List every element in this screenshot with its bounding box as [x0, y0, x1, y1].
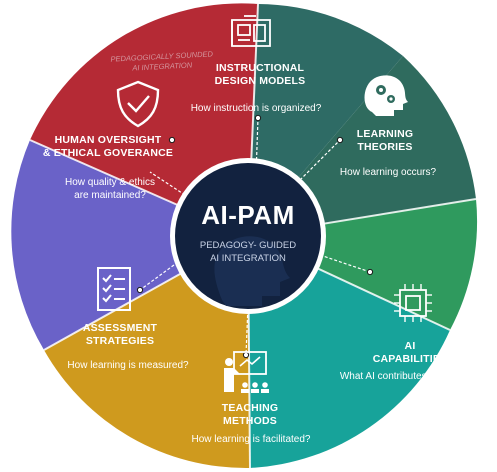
learning-title: LEARNING THEORIES [340, 128, 430, 154]
assessment-title-line-2: STRATEGIES [85, 335, 155, 347]
connector-oversight [149, 171, 186, 196]
connector-dot [168, 136, 176, 144]
blueprint-icon [231, 15, 271, 47]
oversight-title: HUMAN OVERSIGHT & ETHICAL GOVERANCE [38, 134, 178, 160]
connector-instructional [255, 117, 259, 176]
connector-ai [319, 254, 371, 273]
assessment-question: How learning is measured? [67, 360, 189, 371]
ai-title-line-2: CAPABILITIES [372, 353, 448, 365]
connector-teaching [245, 304, 249, 356]
teaching-title-line-2: METHODS [223, 415, 277, 427]
ai-question: What AI contributes? [339, 371, 433, 382]
center-subtitle-line-1: PEDAGOGY- GUIDED [199, 240, 297, 251]
teacher-icon [224, 351, 269, 393]
instructional-question: How instruction is organized? [190, 103, 322, 114]
segment-assessment [11, 140, 249, 350]
assessment-title-line-1: ASSESSMENT [82, 322, 158, 334]
center-subtitle: PEDAGOGY- GUIDED AI INTEGRATION [178, 239, 318, 265]
instructional-title: INSTRUCTIONAL DESIGN MODELS [200, 62, 320, 88]
center-title: AI-PAM [201, 200, 295, 230]
center-subtitle-line-2: AI INTEGRATION [210, 253, 286, 264]
oversight-title-line-1: HUMAN OVERSIGHT [54, 134, 162, 146]
shield-check-icon [116, 80, 160, 128]
assessment-title: ASSESSMENT STRATEGIES [70, 322, 170, 348]
ai-title: AI CAPABILITIES [360, 340, 460, 366]
connector-dot [254, 114, 262, 122]
chip-icon [394, 284, 432, 322]
brain-gears-icon [364, 75, 408, 116]
learning-title-line-1: LEARNING [356, 128, 414, 140]
connector-dot [136, 286, 144, 294]
instructional-title-line-2: DESIGN MODELS [214, 75, 306, 87]
learning-title-line-2: THEORIES [357, 141, 413, 153]
instructional-title-line-1: INSTRUCTIONAL [215, 62, 305, 74]
oversight-title-line-2: & ETHICAL GOVERANCE [42, 147, 174, 159]
connector-assessment [139, 261, 179, 291]
teaching-title: TEACHING METHODS [200, 402, 300, 428]
teaching-title-line-1: TEACHING [221, 402, 279, 414]
ai-title-line-1: AI [404, 340, 416, 352]
oversight-question: How quality & ethics are maintained? [48, 176, 172, 202]
connector-learning [299, 139, 341, 181]
checklist-icon [97, 267, 131, 311]
head-watermark [214, 236, 290, 306]
oversight-question-line-1: How quality & ethics [64, 177, 156, 188]
learning-question: How learning occurs? [339, 167, 437, 178]
connector-dot [366, 268, 374, 276]
oversight-question-line-2: are maintained? [74, 190, 146, 201]
connector-dot [242, 351, 250, 359]
teaching-question: How learning is facilitated? [191, 434, 311, 445]
connector-dot [336, 136, 344, 144]
